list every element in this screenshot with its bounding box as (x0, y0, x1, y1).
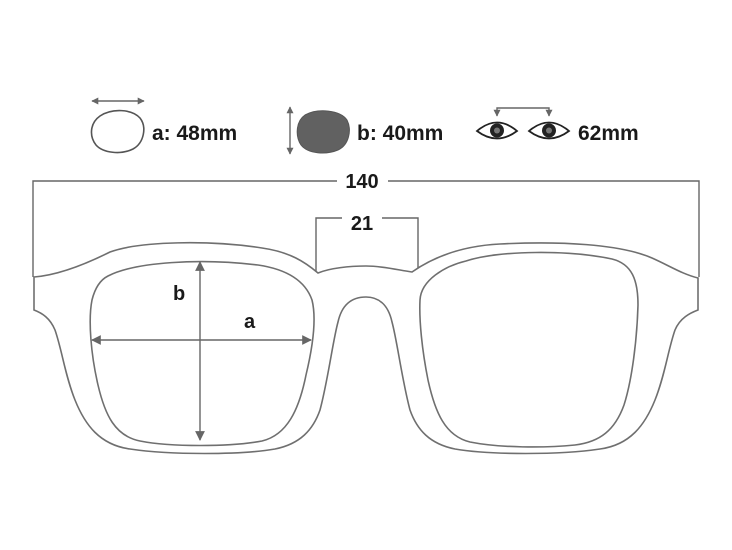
total-width-line-right (388, 180, 700, 277)
eyes-icon (475, 121, 571, 140)
legend-lens-height: b: 40mm (286, 106, 443, 155)
lens-height-letter: b (173, 283, 185, 305)
lens-filled-icon (296, 110, 350, 154)
total-width-dimension: 140 (32, 171, 700, 277)
legend-pupil-distance: 62mm (475, 107, 639, 145)
lens-width-letter: a (244, 311, 256, 333)
pupil-distance-bracket (493, 107, 553, 117)
legend-lens-width: a: 48mm (90, 97, 237, 154)
right-lens (419, 251, 639, 448)
left-lens (89, 260, 315, 447)
lens-width-label: a: 48mm (152, 122, 237, 145)
pupil-distance-label: 62mm (578, 122, 639, 145)
bridge-line-left (315, 217, 342, 275)
left-eye-icon (475, 121, 519, 140)
bridge-line-right (382, 217, 419, 275)
total-width-label: 140 (345, 171, 378, 193)
lens-outline-icon (90, 109, 145, 154)
lens-measurements: b a (91, 261, 312, 441)
right-eye-icon (527, 121, 571, 140)
glasses-frame (33, 241, 699, 455)
total-width-line-left (32, 180, 337, 277)
lens-height-label: b: 40mm (357, 122, 443, 145)
bridge-width-label: 21 (351, 213, 373, 235)
bridge-width-dimension: 21 (315, 213, 419, 275)
